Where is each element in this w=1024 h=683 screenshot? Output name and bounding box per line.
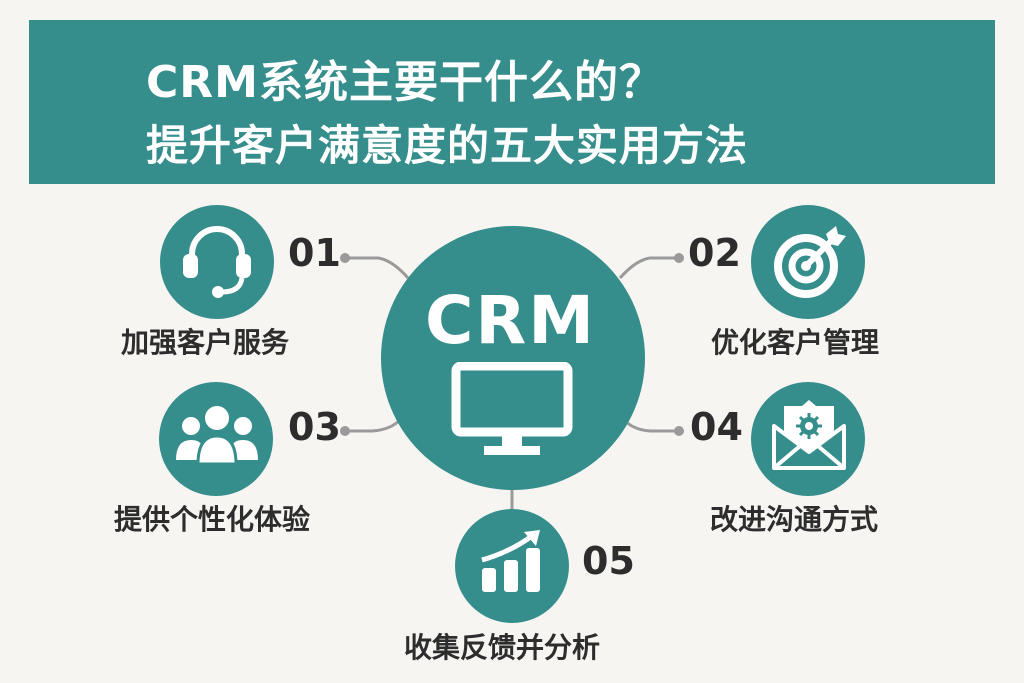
envelope-gear-icon: [772, 400, 846, 470]
method-label-04: 改进沟通方式: [710, 503, 879, 536]
method-number-03: 03: [288, 405, 341, 449]
method-number-02: 02: [688, 231, 741, 275]
method-label-05: 收集反馈并分析: [404, 631, 601, 664]
method-number-04: 04: [690, 405, 743, 449]
crm-center-label: CRM: [425, 282, 596, 359]
method-number-01: 01: [288, 231, 341, 275]
method-label-02: 优化客户管理: [711, 326, 880, 359]
growth-chart-icon: [481, 530, 540, 592]
page-subtitle: 提升客户满意度的五大实用方法: [146, 121, 749, 170]
users-icon: [176, 406, 258, 466]
method-label-01: 加强客户服务: [121, 326, 290, 359]
monitor-icon: [451, 362, 573, 455]
target-icon: [774, 226, 846, 298]
title-banner: [29, 20, 995, 184]
method-number-05: 05: [582, 539, 635, 583]
headset-icon: [183, 226, 251, 298]
method-label-03: 提供个性化体验: [114, 503, 311, 536]
method-node-01: [160, 205, 274, 319]
page-title: CRM系统主要干什么的？: [146, 57, 664, 108]
